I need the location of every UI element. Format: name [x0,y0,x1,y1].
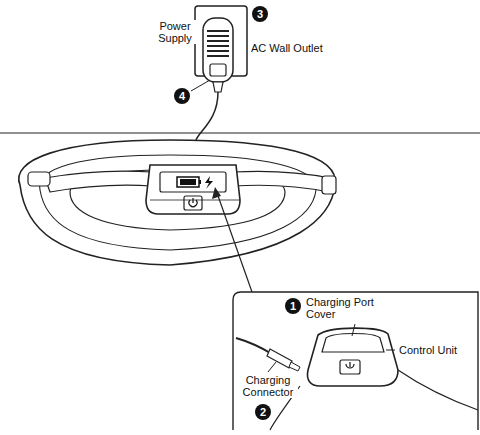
charging-cable [236,338,272,354]
part-name: Control Unit [398,344,458,356]
leader-line [191,80,210,91]
callout-number: 2 [255,404,271,420]
vent-ribs [207,28,229,58]
pointer-arrow [217,193,252,292]
charging-port-cover [322,334,384,353]
power-supply [203,18,233,82]
strap [45,171,152,192]
callout-number: 4 [174,88,190,104]
control-unit-closeup [308,328,399,386]
callout-number: 1 [285,298,301,314]
control-unit [146,165,240,214]
leader-line [268,362,276,372]
inset-frame [233,292,478,430]
part-name: Charging Port Cover [305,296,389,320]
leader-line [386,350,395,351]
part-name: Power Supply [154,20,196,44]
charge-bolt [205,176,213,189]
neck-cushion [19,140,336,265]
battery-icon [177,177,199,187]
power-button [184,196,202,210]
strap [233,171,330,192]
charging-connector [267,349,292,368]
part-name: Charging Connector [238,374,298,398]
callout-number: 3 [252,6,268,22]
part-name: AC Wall Outlet [250,42,324,54]
separator-line [0,132,480,133]
leader-line [352,324,355,336]
